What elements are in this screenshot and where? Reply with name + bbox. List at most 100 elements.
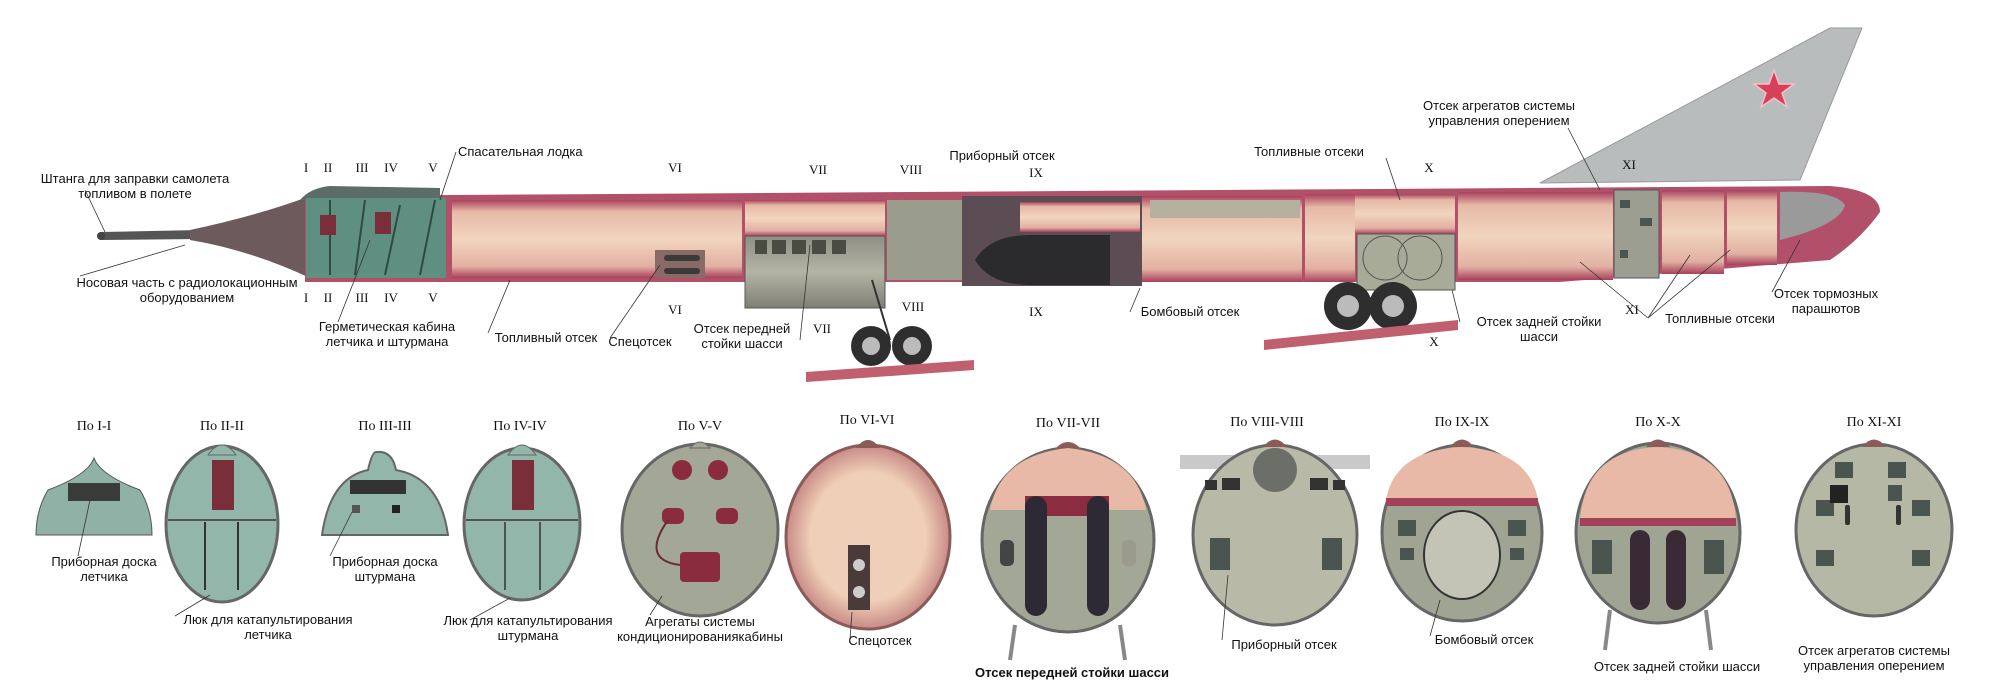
ground-strip-main	[1264, 320, 1458, 350]
section-title: По I-I	[77, 419, 112, 434]
section-mark-bottom: VII	[813, 321, 831, 336]
section-mark-top: XI	[1622, 157, 1636, 172]
red-star-icon	[1751, 67, 1797, 109]
pressurized-cabin	[306, 198, 446, 278]
main-gear-bay	[1356, 233, 1456, 291]
section-mark-top: VI	[668, 160, 682, 175]
vertical-fin	[1539, 27, 1863, 184]
section-title: По VII-VII	[1036, 416, 1100, 431]
section-caption: штурмана	[498, 628, 559, 643]
section-caption: Спецотсек	[848, 633, 911, 648]
section-caption: Приборная доска	[332, 554, 438, 569]
label-special-bay: Спецотсек	[608, 334, 671, 349]
section-caption: Отсек задней стойки шасси	[1594, 659, 1760, 674]
label-tail-control-bay-2: управления оперением	[1428, 113, 1569, 128]
section-title: По XI-XI	[1847, 415, 1902, 430]
section-mark-bottom: VIII	[902, 299, 924, 314]
fuel-tank-upper	[1355, 194, 1455, 234]
label-bomb-bay: Бомбовый отсек	[1141, 304, 1240, 319]
nose-landing-gear	[806, 279, 974, 382]
label-main-gear-bay-2: шасси	[1520, 329, 1558, 344]
label-instrument-bay: Приборный отсек	[949, 148, 1055, 163]
section-mark-top: X	[1424, 160, 1434, 175]
fuel-tank-aft	[1458, 192, 1613, 280]
section-mark-bottom: V	[428, 290, 438, 305]
section-title: По X-X	[1635, 415, 1681, 430]
label-refuel-probe: Штанга для заправки самолета	[41, 171, 230, 186]
section-caption: Бомбовый отсек	[1435, 632, 1534, 647]
section-mark-top: IV	[384, 160, 398, 175]
section-mark-top: II	[324, 160, 333, 175]
bomb	[975, 235, 1110, 285]
section-title: По VI-VI	[840, 413, 895, 428]
label-tail-control-bay: Отсек агрегатов системы	[1423, 98, 1575, 113]
label-fuel-bays-top: Топливные отсеки	[1254, 144, 1364, 159]
cross-sections: По I-I Приборная доска летчика По II-II …	[35, 413, 1954, 680]
section-mark-bottom: III	[356, 290, 369, 305]
label-fuel-bay: Топливный отсек	[495, 330, 598, 345]
section-caption: штурмана	[355, 569, 416, 584]
section-title: По IX-IX	[1435, 415, 1490, 430]
label-cabin-2: летчика и штурмана	[326, 334, 450, 349]
section-mark-top: VIII	[900, 162, 922, 177]
fuel-tank-tail-1	[1662, 190, 1724, 274]
cross-section-11: По XI-XI Отсек агрегатов системы управле…	[1794, 415, 1954, 673]
label-nose-gear-bay: Отсек передней	[694, 321, 791, 336]
cross-section-9: По IX-IX Бомбовый отсек	[1380, 415, 1544, 647]
pilot-seat	[320, 215, 336, 235]
section-caption: управления оперением	[1803, 658, 1944, 673]
side-view: Штанга для заправки самолета топливом в …	[41, 27, 1880, 382]
label-nose-radar: Носовая часть с радиолокационным	[76, 275, 297, 290]
label-main-gear-bay: Отсек задней стойки	[1477, 314, 1602, 329]
section-mark-top: I	[304, 160, 308, 175]
cross-section-10: По X-X Отсек задней стойки шасси	[1574, 415, 1760, 674]
section-caption: Отсек агрегатов системы	[1798, 643, 1950, 658]
label-brake-chute-bay-2: парашютов	[1792, 301, 1861, 316]
section-mark-bottom: I	[304, 290, 308, 305]
label-fuel-bays-bottom: Топливные отсеки	[1665, 311, 1775, 326]
section-caption: Приборная доска	[51, 554, 157, 569]
section-title: По V-V	[678, 419, 722, 434]
section-mark-bottom: VI	[668, 302, 682, 317]
canopy	[300, 186, 440, 200]
section-title: По VIII-VIII	[1230, 415, 1304, 430]
section-caption: Отсек передней стойки шасси	[975, 665, 1169, 680]
brake-chute-bay	[1780, 191, 1845, 240]
refuel-probe	[100, 230, 200, 240]
label-nose-radar-2: оборудованием	[140, 290, 235, 305]
section-mark-bottom: IX	[1029, 304, 1043, 319]
section-mark-top: III	[356, 160, 369, 175]
fuel-tank-tail-2	[1727, 190, 1777, 265]
cross-section-3: По III-III Приборная доска штурмана	[320, 419, 450, 584]
side-view-labels: Штанга для заправки самолета топливом в …	[41, 98, 1879, 351]
section-mark-top: IX	[1029, 165, 1043, 180]
cross-section-7: По VII-VII Отсек передней стойки шасси	[975, 416, 1169, 680]
cross-section-8: По VIII-VIII Приборный отсек	[1180, 415, 1370, 652]
probe-tip	[97, 232, 105, 240]
section-caption: Люк для катапультирования	[183, 612, 352, 627]
section-title: По II-II	[200, 419, 244, 434]
section-mark-bottom: XI	[1625, 302, 1639, 317]
label-life-raft: Спасательная лодка	[458, 144, 583, 159]
nose-radar-section	[190, 196, 310, 278]
section-caption: Люк для катапультирования	[443, 613, 612, 628]
section-mark-bottom: IV	[384, 290, 398, 305]
section-mark-bottom: II	[324, 290, 333, 305]
equipment-bay	[745, 200, 885, 236]
main-landing-gear	[1264, 282, 1458, 350]
label-cabin: Герметическая кабина	[319, 319, 456, 334]
fuel-tank-mid-2	[1305, 194, 1355, 282]
cross-section-6: По VI-VI Спецотсек	[784, 413, 952, 648]
section-caption: Агрегаты системы	[645, 614, 755, 629]
section-caption: летчика	[244, 627, 292, 642]
section-caption: Приборный отсек	[1231, 637, 1337, 652]
section-mark-bottom: X	[1429, 334, 1439, 349]
section-mark-top: VII	[809, 162, 827, 177]
cross-section-5: По V-V Агрегаты системы кондиционировани…	[617, 419, 783, 644]
cross-section-2: По II-II Люк для катапультирования летчи…	[164, 419, 353, 642]
cross-section-1: По I-I Приборная доска летчика	[35, 419, 157, 584]
label-refuel-probe-2: топливом в полете	[78, 186, 191, 201]
cross-section-4: По IV-IV Люк для катапультирования штурм…	[443, 419, 612, 643]
